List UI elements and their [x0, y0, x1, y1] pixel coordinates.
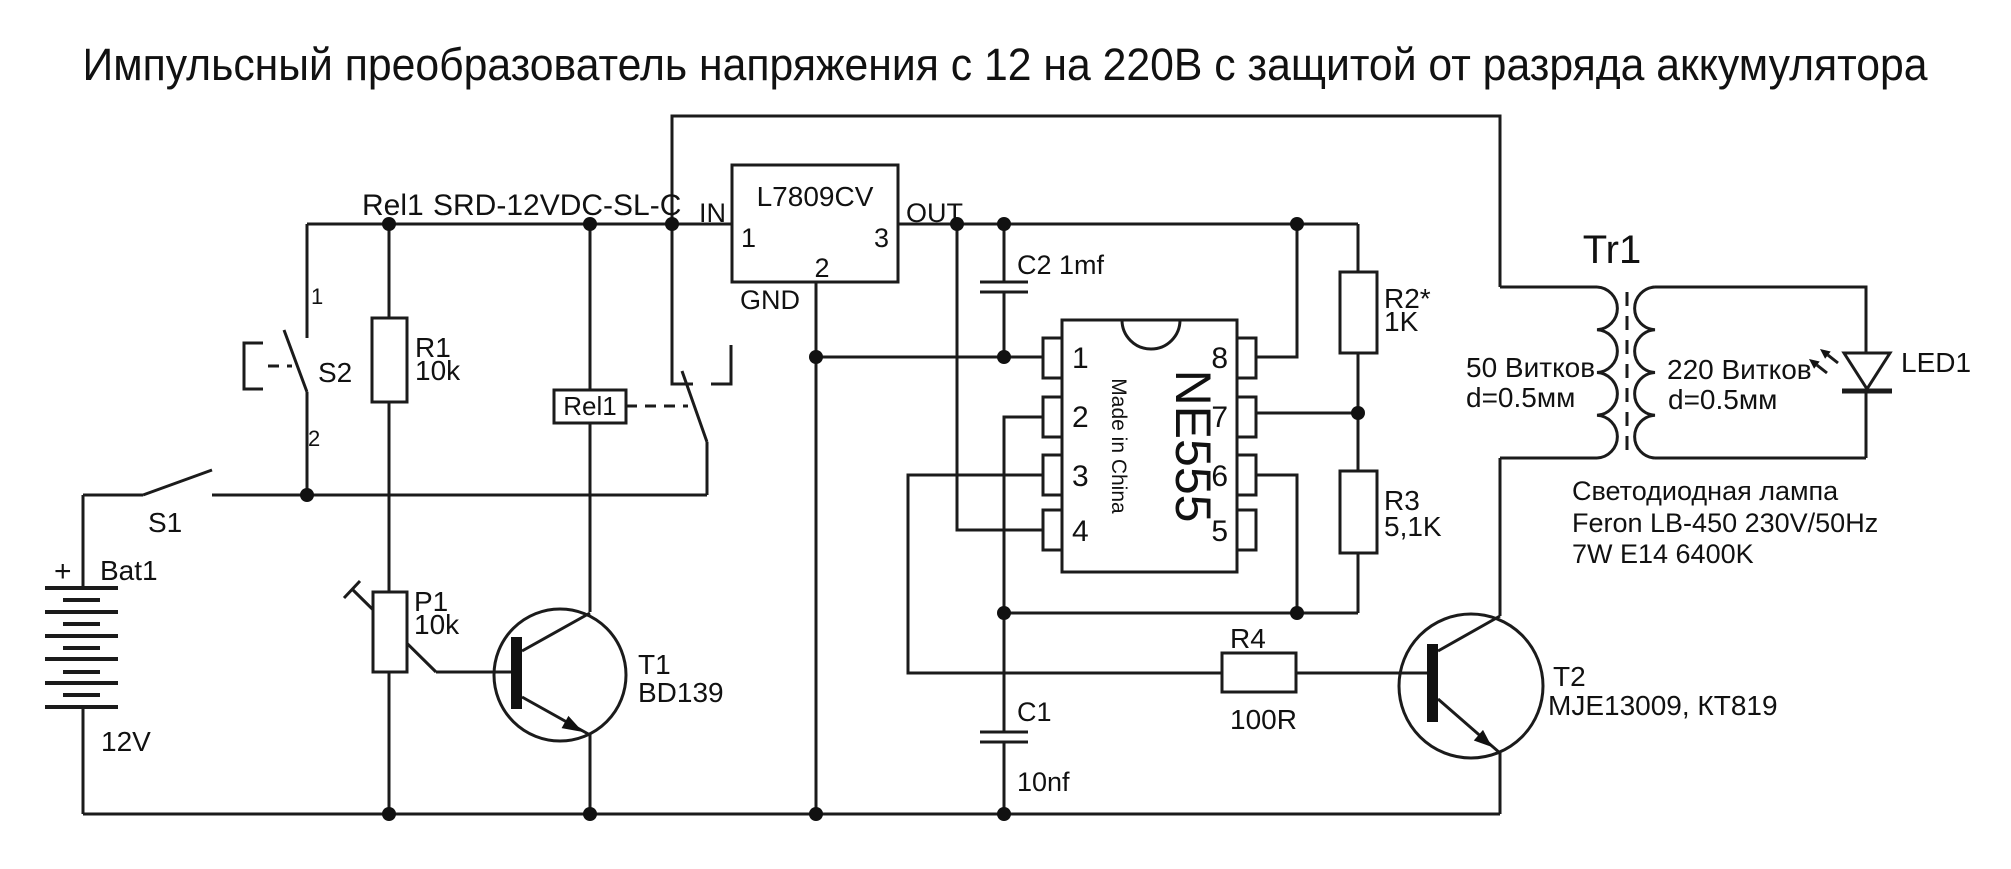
primary-wire-dia: d=0.5мм — [1466, 382, 1575, 413]
transistor-t1-symbol — [492, 607, 628, 743]
regulator-part-label: L7809CV — [757, 181, 874, 212]
wire-pin8-vcc — [1256, 224, 1299, 359]
t2-name: T2 — [1553, 661, 1586, 692]
c2-label: C2 1mf — [1017, 250, 1105, 280]
t1-part: BD139 — [638, 677, 724, 708]
c1-value: 10nf — [1017, 767, 1070, 797]
wire-t2 — [1437, 458, 1502, 814]
r2-value: 1K — [1384, 306, 1419, 337]
s2-terminal2-label: 2 — [308, 426, 320, 451]
c1-name: C1 — [1017, 697, 1052, 727]
potentiometer-p1-body — [371, 590, 409, 674]
r4-value: 100R — [1230, 704, 1297, 735]
secondary-turns: 220 Витков — [1667, 354, 1812, 385]
component-bodies — [45, 163, 1893, 821]
transformer-primary-winding — [1596, 285, 1619, 460]
ne555-origin-label: Made in China — [1107, 378, 1130, 514]
wire-secondary-loop — [1655, 285, 1868, 460]
primary-turns: 50 Витков — [1466, 352, 1595, 383]
ne555-part-label: NE555 — [1165, 370, 1221, 523]
wire-pin3-output — [906, 473, 1222, 675]
wire-pin2 — [1002, 415, 1043, 613]
lamp-line2: Feron LB-450 230V/50Hz — [1572, 508, 1878, 538]
wire-top-rail — [670, 114, 1502, 287]
ne555-pin5: 5 — [1211, 515, 1228, 548]
wire-primary-links — [1500, 285, 1597, 460]
regulator-pin3: 3 — [874, 223, 889, 253]
t2-part: MJE13009, КТ819 — [1548, 690, 1778, 721]
relay-coil-box — [552, 388, 628, 425]
schematic-title: Импульсный преобразователь напряжения с … — [83, 39, 1929, 90]
wire-battery-s1 — [81, 468, 707, 814]
wires — [81, 114, 1868, 816]
led-emission-arrow — [1809, 359, 1820, 369]
s2-pushbutton-bracket — [242, 341, 263, 391]
led-emission-arrow — [1820, 349, 1831, 359]
regulator-out-label: OUT — [906, 198, 963, 228]
s2-label: S2 — [318, 357, 352, 388]
ne555-body — [1041, 318, 1258, 574]
relay-contact — [670, 224, 733, 495]
resistor-r1-body — [370, 316, 409, 404]
regulator-pin2: 2 — [814, 253, 829, 283]
wire-c1 — [980, 613, 1028, 814]
ne555-pin4: 4 — [1072, 515, 1089, 548]
relay-coil-label: Rel1 — [563, 391, 616, 421]
p1-value: 10k — [414, 609, 460, 640]
regulator-in-label: IN — [699, 198, 726, 228]
battery-plus: + — [54, 555, 72, 588]
r4-name: R4 — [1230, 623, 1266, 654]
s2-terminal1-label: 1 — [311, 284, 323, 309]
led-symbol — [1809, 349, 1893, 394]
t1-name: T1 — [638, 649, 671, 680]
resistor-r2-body — [1338, 270, 1379, 355]
ne555-notch — [1120, 319, 1182, 351]
regulator-box — [730, 163, 900, 284]
ne555-pin8: 8 — [1211, 342, 1228, 375]
r3-name: R3 — [1384, 485, 1420, 516]
r1-value: 10k — [415, 355, 461, 386]
wire-pin4-vcc — [955, 224, 1043, 532]
ne555-pin6: 6 — [1211, 460, 1228, 493]
lamp-line1: Светодиодная лампа — [1572, 476, 1839, 506]
p1-name: P1 — [414, 586, 448, 617]
ne555-pin3: 3 — [1072, 460, 1089, 493]
lamp-line3: 7W E14 6400K — [1572, 539, 1754, 569]
r2-name: R2* — [1384, 283, 1431, 314]
ne555-pin2: 2 — [1072, 401, 1089, 434]
wire-pin6 — [1256, 473, 1299, 613]
regulator-pin1: 1 — [741, 223, 756, 253]
transformer-name: Tr1 — [1583, 228, 1642, 272]
relay-heading-part: SRD-12VDC-SL-C — [433, 189, 681, 222]
regulator-gnd-label: GND — [740, 285, 800, 315]
resistor-r3-body — [1338, 469, 1379, 555]
battery-voltage: 12V — [101, 726, 151, 757]
labels: Импульсный преобразователь напряжения с … — [54, 39, 1971, 797]
battery-name: Bat1 — [100, 555, 158, 586]
wire-s2-branch — [282, 224, 309, 495]
relay-heading-name: Rel1 — [362, 189, 424, 222]
transistor-t2-symbol — [1397, 612, 1545, 760]
ne555-pin7: 7 — [1211, 401, 1228, 434]
ne555-pin1: 1 — [1072, 342, 1089, 375]
junction-dots — [300, 217, 1365, 821]
r3-value: 5,1K — [1384, 511, 1442, 542]
wire-c2 — [980, 224, 1028, 357]
s1-label: S1 — [148, 507, 182, 538]
resistor-r4-body — [1220, 651, 1298, 694]
led-label: LED1 — [1901, 347, 1971, 378]
battery-symbol — [45, 586, 118, 709]
transformer-secondary-winding — [1633, 285, 1656, 460]
r1-name: R1 — [415, 332, 451, 363]
secondary-wire-dia: d=0.5мм — [1668, 384, 1777, 415]
